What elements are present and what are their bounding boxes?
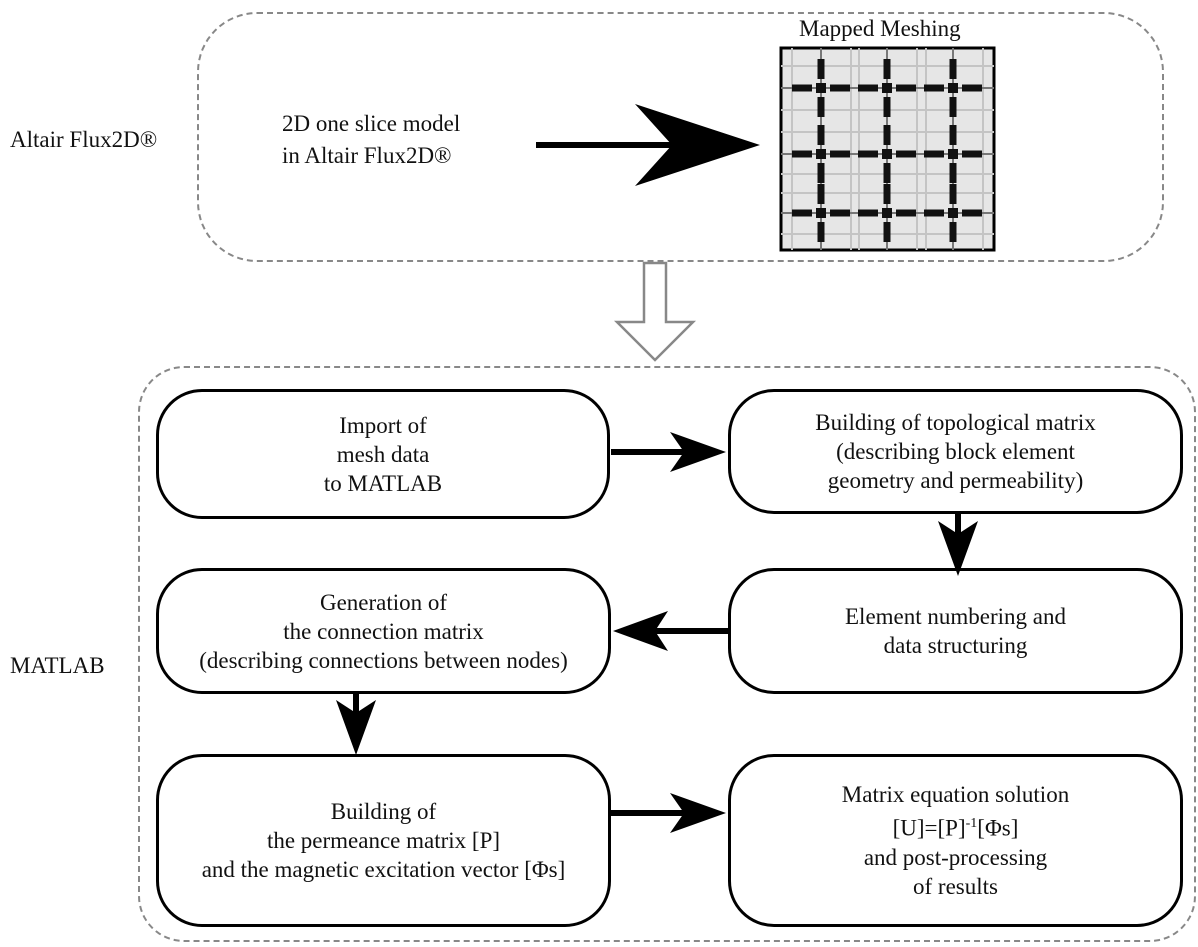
section-transition-arrow [613, 261, 697, 362]
mesh-title: Mapped Meshing [799, 16, 961, 41]
equation-right: [Φs] [977, 815, 1019, 841]
step-connection-matrix: Generation of the connection matrix (des… [156, 568, 611, 694]
step-connection-matrix-text: Generation of the connection matrix (des… [199, 589, 568, 673]
step-import-mesh-text: Import of mesh data to MATLAB [323, 412, 443, 496]
solution-line-3: and post-processing [863, 844, 1048, 870]
step-element-numbering: Element numbering and data structuring [728, 568, 1183, 694]
flux2d-section-label: Altair Flux2D® [10, 127, 158, 152]
step-topological-matrix-text: Building of topological matrix (describi… [815, 410, 1096, 493]
solution-line-1: Matrix equation solution [841, 782, 1070, 808]
step-matrix-solution-text: Matrix equation solution [U]=[P]-1[Φs] a… [842, 780, 1069, 901]
equation-left: [U]=[P] [892, 815, 966, 841]
matlab-section-label: MATLAB [10, 653, 105, 678]
matlab-region [138, 366, 1196, 942]
model-description: 2D one slice model in Altair Flux2D® [282, 111, 461, 168]
flux2d-region [197, 12, 1164, 262]
solution-equation: [U]=[P]-1[Φs] [842, 809, 1069, 843]
step-permeance-matrix-text: Building of the permeance matrix [P] and… [201, 799, 566, 882]
step-permeance-matrix: Building of the permeance matrix [P] and… [156, 754, 611, 927]
equation-exponent: -1 [965, 816, 978, 832]
solution-line-4: of results [913, 873, 998, 899]
step-import-mesh: Import of mesh data to MATLAB [156, 389, 610, 519]
step-topological-matrix: Building of topological matrix (describi… [728, 389, 1183, 514]
step-element-numbering-text: Element numbering and data structuring [845, 604, 1066, 658]
step-matrix-solution: Matrix equation solution [U]=[P]-1[Φs] a… [728, 754, 1183, 927]
